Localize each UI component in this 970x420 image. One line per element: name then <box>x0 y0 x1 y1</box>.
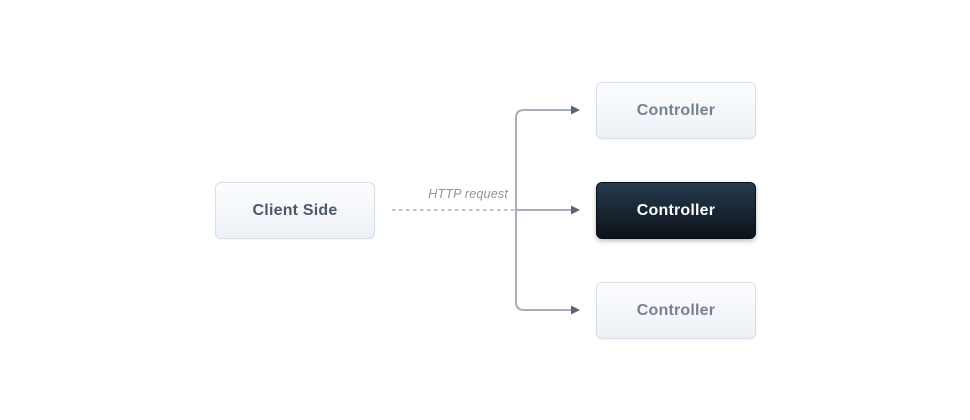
controller-box-top: Controller <box>596 82 756 139</box>
controller-box-middle: Controller <box>596 182 756 239</box>
arrowhead-top-icon <box>571 105 580 115</box>
http-request-label: HTTP request <box>428 187 508 201</box>
arrowhead-middle-icon <box>571 205 580 215</box>
controller-bottom-label: Controller <box>636 301 716 319</box>
controller-middle-label: Controller <box>636 201 716 219</box>
connector-top <box>515 109 572 211</box>
arrowhead-bottom-icon <box>571 305 580 315</box>
connector-bottom <box>515 209 572 311</box>
controller-box-bottom: Controller <box>596 282 756 339</box>
client-side-label: Client Side <box>252 201 338 219</box>
client-side-box: Client Side <box>215 182 375 239</box>
controller-top-label: Controller <box>636 101 716 119</box>
